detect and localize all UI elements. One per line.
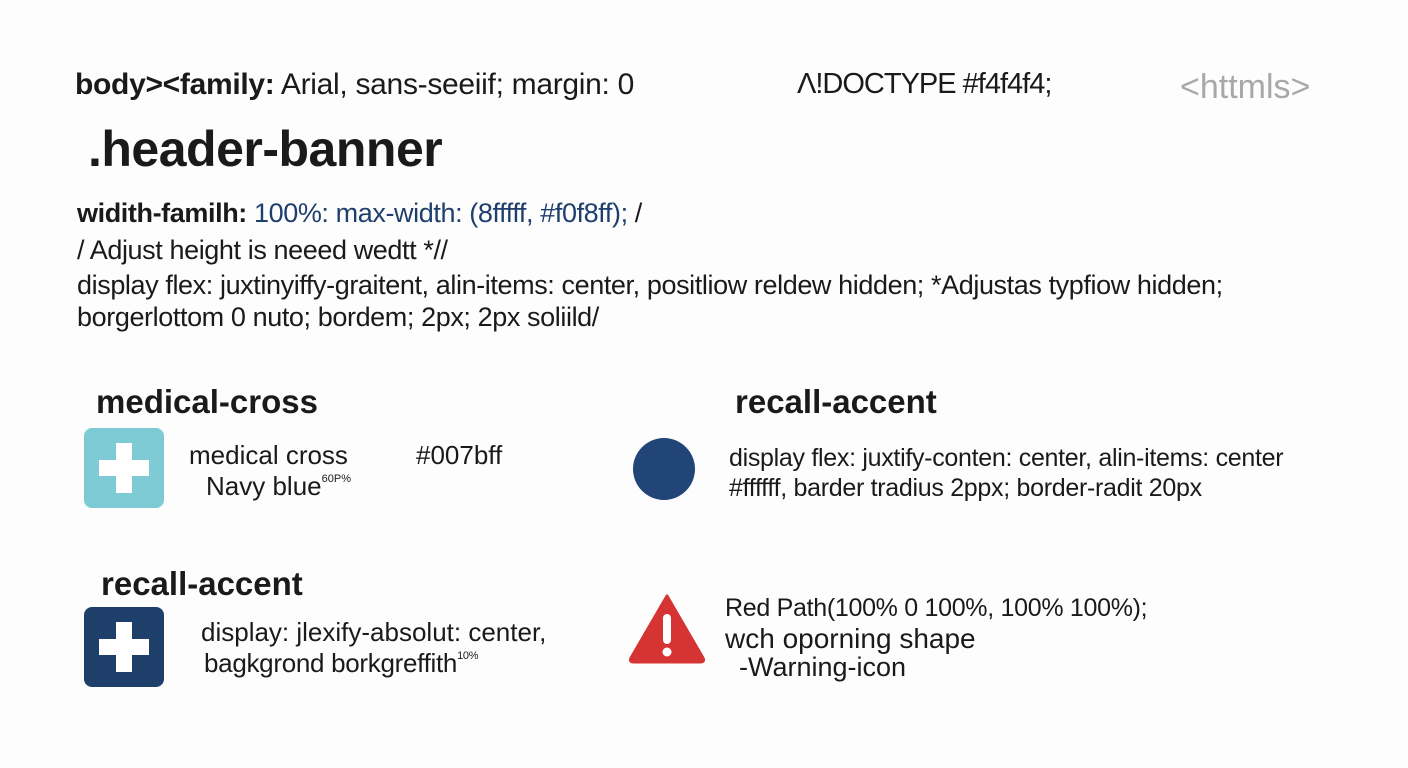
medical-cross-color-code: #007bff bbox=[416, 440, 503, 470]
section-title-recall-accent-2: recall-accent bbox=[101, 565, 303, 602]
recall-accent-2-desc-2: bagkgrond borkgreffith10% bbox=[204, 648, 479, 678]
section-title-recall-accent: recall-accent bbox=[735, 383, 937, 420]
recall-accent-desc-2: #ffffff, barder tradius 2ppx; border-rad… bbox=[729, 474, 1202, 502]
body-font-value: Arial, sans-seeiif; margin: 0 bbox=[280, 68, 634, 101]
html-tag-label: <httmls> bbox=[1180, 68, 1311, 106]
circle-icon bbox=[633, 438, 695, 500]
medical-cross-icon bbox=[84, 607, 164, 687]
medical-cross-icon bbox=[84, 428, 164, 508]
medical-cross-color-name: Navy blue60P% bbox=[206, 471, 351, 501]
banner-width-rule: widith-familh: 100%: max-width: (8fffff,… bbox=[77, 198, 642, 229]
rule-tail: / bbox=[634, 198, 643, 228]
banner-display-rule: display flex: juxtinyiffy-graitent, alin… bbox=[77, 270, 1223, 300]
warning-desc-1: Red Path(100% 0 100%, 100% 100%); bbox=[725, 594, 1148, 622]
section-title-medical-cross: medical-cross bbox=[96, 383, 318, 420]
header-banner-title: .header-banner bbox=[88, 121, 443, 177]
rule-key: widith-familh: bbox=[77, 198, 247, 228]
banner-border-rule: borgerlottom 0 nuto; bordem; 2px; 2px so… bbox=[77, 302, 599, 332]
warning-desc-2: wch oporning shape bbox=[725, 623, 976, 654]
warning-desc-3: -Warning-icon bbox=[739, 652, 907, 682]
body-font-declaration: body><family: Arial, sans-seeiif; margin… bbox=[75, 68, 634, 102]
body-selector: body><family: bbox=[75, 68, 275, 101]
recall-accent-2-desc-1: display: jlexify-absolut: center, bbox=[201, 617, 547, 647]
warning-icon bbox=[628, 594, 706, 664]
rule-value: 100%: max-width: (8fffff, #f0f8ff); bbox=[246, 198, 635, 228]
recall-accent-desc-1: display flex: juxtify-conten: center, al… bbox=[729, 444, 1284, 472]
medical-cross-desc: medical cross bbox=[189, 440, 348, 470]
banner-comment: / Adjust height is neeed wedtt *// bbox=[77, 235, 448, 265]
doctype-declaration: Λ!DOCTYPE #f4f4f4; bbox=[797, 68, 1052, 100]
